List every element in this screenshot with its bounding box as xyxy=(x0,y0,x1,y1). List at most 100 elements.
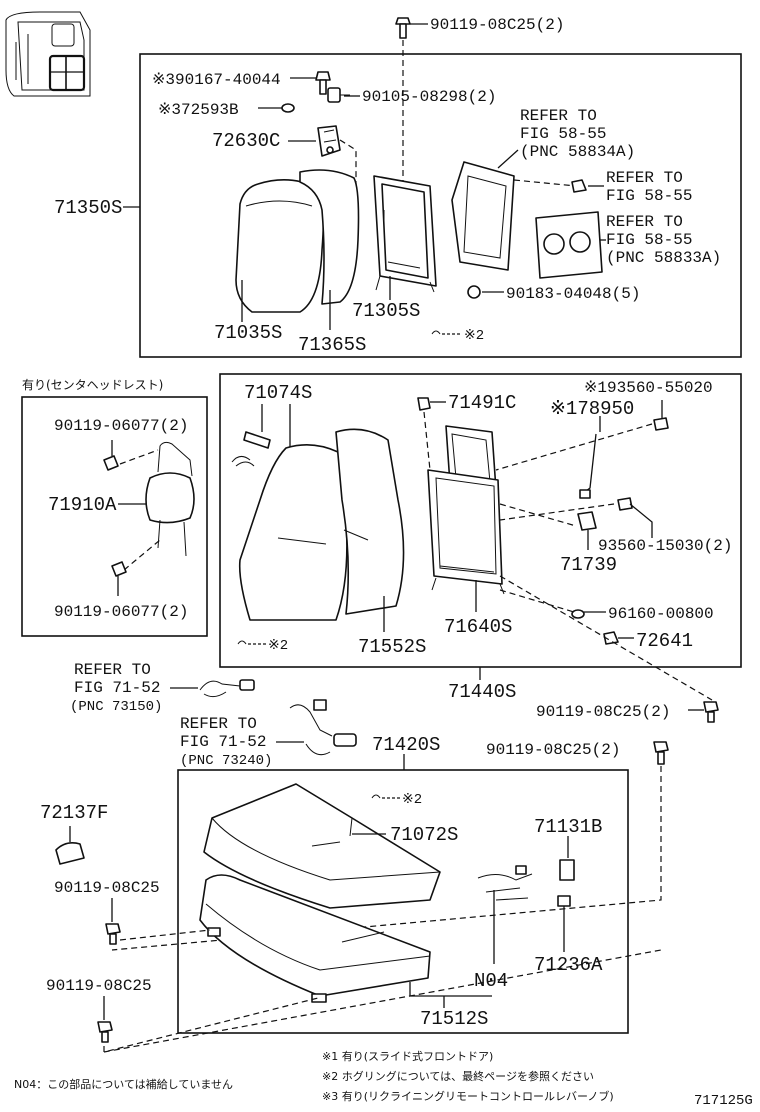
refer-b-line3: (PNC 73240) xyxy=(180,753,272,769)
label-hog-ring-cushion: ※2 xyxy=(402,792,422,808)
refer-3-line3: (PNC 58833A) xyxy=(606,249,721,267)
label-hog-ring-back: ※2 xyxy=(268,638,288,654)
switch-icon xyxy=(559,859,575,881)
screw-d-icon xyxy=(617,497,633,511)
footnote-3: ※3 有り(リクライニングリモートコントロールレバーノブ) xyxy=(322,1089,614,1103)
refer-b-line1: REFER TO xyxy=(180,715,257,733)
cushion-cover xyxy=(203,783,441,909)
label-pad-71035S: 71035S xyxy=(214,322,282,344)
screw-a-icon xyxy=(315,71,331,95)
nut-a-icon xyxy=(327,87,350,103)
harness-b-icon xyxy=(289,699,357,756)
pin-icon xyxy=(603,631,619,645)
headrest-group-frame xyxy=(21,396,208,637)
label-washer: 96160-00800 xyxy=(608,605,714,623)
label-left-bolt-1: 90119-08C25 xyxy=(54,879,160,897)
figure-id: 717125G xyxy=(694,1093,753,1109)
refer-1-line2: FIG 58-55 xyxy=(520,125,606,143)
label-clip-71236A: 71236A xyxy=(534,954,603,976)
label-screw-d: 93560-15030(2) xyxy=(598,537,732,555)
seatback-cover xyxy=(299,169,360,305)
harness-a-icon xyxy=(199,679,255,698)
refer-a-line3: (PNC 73150) xyxy=(70,699,162,715)
vehicle-locator-icon xyxy=(5,11,91,97)
label-headrest-bolt-lower: 90119-06077(2) xyxy=(54,603,188,621)
label-switch-71131B: 71131B xyxy=(534,816,602,838)
headrest-bolt-lower-icon xyxy=(111,561,127,577)
label-cover-71072S: 71072S xyxy=(390,824,458,846)
part-71440S: 71440S xyxy=(448,681,516,703)
label-left-bolt-2: 90119-08C25 xyxy=(46,977,152,995)
label-nut-a: 90105-08298(2) xyxy=(362,88,496,106)
label-cap-72137F: 72137F xyxy=(40,802,108,824)
label-headrest-bolt-upper: 90119-06077(2) xyxy=(54,417,188,435)
left-bolt-2-icon xyxy=(97,1021,113,1043)
speaker-panel xyxy=(535,211,603,279)
hinge-icon xyxy=(317,125,341,157)
cap-icon xyxy=(55,842,85,865)
part-71420S: 71420S xyxy=(372,734,440,756)
label-rod: ※178950 xyxy=(550,398,634,420)
refer-1-line1: REFER TO xyxy=(520,107,597,125)
back-panel xyxy=(451,161,515,271)
hog-ring-back-icon xyxy=(237,640,247,645)
back-frame xyxy=(427,425,505,595)
cushion-harness-icon xyxy=(477,865,533,901)
refer-2-line2: FIG 58-55 xyxy=(606,187,692,205)
headrest-bolt-upper-icon xyxy=(103,455,119,471)
screw-c-icon xyxy=(653,417,669,431)
rod-icon xyxy=(579,422,601,499)
top-group-frame xyxy=(139,53,742,358)
refer-3-line2: FIG 58-55 xyxy=(606,231,692,249)
label-screw-c: ※193560-55020 xyxy=(584,379,713,397)
headrest-group-title: 有り(センタヘッドレスト) xyxy=(22,378,163,392)
refer-3-line1: REFER TO xyxy=(606,213,683,231)
label-nut-b: 90183-04048(5) xyxy=(506,285,640,303)
label-pad-71552S: 71552S xyxy=(358,636,426,658)
label-cushion-bolt-right: 90119-08C25(2) xyxy=(486,741,620,759)
label-headrest-71910A: 71910A xyxy=(48,494,117,516)
clip-71491C-icon xyxy=(417,397,431,411)
screw-b-icon xyxy=(571,179,587,193)
label-knob-71739: 71739 xyxy=(560,554,617,576)
label-pin-72641: 72641 xyxy=(636,630,693,652)
left-bolt-1-icon xyxy=(105,923,121,945)
cover-clips-icon xyxy=(231,431,271,467)
refer-a-line2: FIG 71-52 xyxy=(74,679,160,697)
knob-icon xyxy=(577,511,597,531)
seatback-pad xyxy=(235,179,325,313)
seatback-assembly xyxy=(238,428,405,621)
clip-a-icon xyxy=(281,103,295,113)
label-screw-a: ※390167-40044 xyxy=(152,71,281,89)
label-cover-71365S: 71365S xyxy=(298,334,366,356)
clip-71236A-icon xyxy=(557,895,571,907)
hog-ring-cushion-icon xyxy=(371,794,381,799)
label-clip-a: ※372593B xyxy=(158,101,239,119)
label-harness-bolt-right: 90119-08C25(2) xyxy=(536,703,670,721)
label-frame-71305S: 71305S xyxy=(352,300,420,322)
label-hog-ring-top: ※2 xyxy=(464,328,484,344)
label-bolt-top: 90119-08C25(2) xyxy=(430,16,564,34)
refer-2-line1: REFER TO xyxy=(606,169,683,187)
cushion-pad xyxy=(199,874,431,1003)
bolt-right-cushion-icon xyxy=(653,741,669,765)
label-pad-71512S: 71512S xyxy=(420,1008,488,1030)
cushion-group-frame xyxy=(177,769,629,1034)
headrest xyxy=(145,441,195,557)
footnote-2: ※2 ホグリングについては、最終ページを参照ください xyxy=(322,1069,594,1083)
part-71350S: 71350S xyxy=(54,197,122,219)
footnote-n04: N04：この部品については補給していません xyxy=(14,1077,233,1091)
label-hinge: 72630C xyxy=(212,130,280,152)
bolt-top-icon xyxy=(395,17,411,39)
refer-1-line3: (PNC 58834A) xyxy=(520,143,635,161)
washer-icon xyxy=(571,609,585,619)
label-cover-set-71074S: 71074S xyxy=(244,382,312,404)
footnote-1: ※1 有り(スライド式フロントドア) xyxy=(322,1049,493,1063)
refer-a-line1: REFER TO xyxy=(74,661,151,679)
bolt-right-back-icon xyxy=(703,701,719,723)
nut-b-icon xyxy=(467,285,481,299)
seatback-frame xyxy=(373,175,437,293)
hog-ring-icon xyxy=(431,330,441,335)
